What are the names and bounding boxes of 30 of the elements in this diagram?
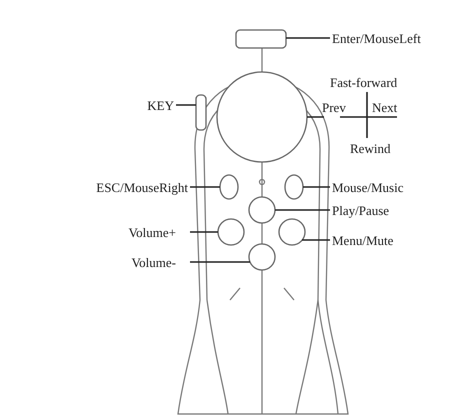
top-button: [235, 29, 287, 49]
callout-label: Mouse/Music: [332, 180, 404, 195]
leader-line: [307, 116, 324, 118]
callout-label: KEY: [147, 98, 174, 113]
callout-label: Enter/MouseLeft: [332, 31, 421, 46]
callout-label: Prev: [322, 100, 346, 115]
round-button: [217, 218, 245, 246]
side-key: [195, 94, 207, 131]
joystick: [216, 71, 308, 163]
leader-line: [286, 37, 330, 39]
round-button: [248, 196, 276, 224]
callout-label: Volume-: [131, 255, 176, 270]
direction-label: Rewind: [350, 141, 390, 156]
oval-button: [219, 174, 239, 200]
leader-line: [190, 186, 220, 188]
leader-line: [176, 104, 196, 106]
callout-label: Menu/Mute: [332, 233, 394, 248]
direction-label: Fast-forward: [330, 75, 398, 90]
leader-line: [190, 261, 250, 263]
callout-label: ESC/MouseRight: [96, 180, 188, 195]
direction-label: Next: [372, 100, 398, 115]
leader-line: [275, 209, 330, 211]
callout-label: Volume+: [128, 225, 176, 240]
leader-line: [303, 186, 330, 188]
round-button: [248, 243, 276, 271]
callout-label: Play/Pause: [332, 203, 390, 218]
oval-button: [284, 174, 304, 200]
leader-line: [190, 231, 218, 233]
round-button: [278, 218, 306, 246]
leader-line: [302, 239, 330, 241]
